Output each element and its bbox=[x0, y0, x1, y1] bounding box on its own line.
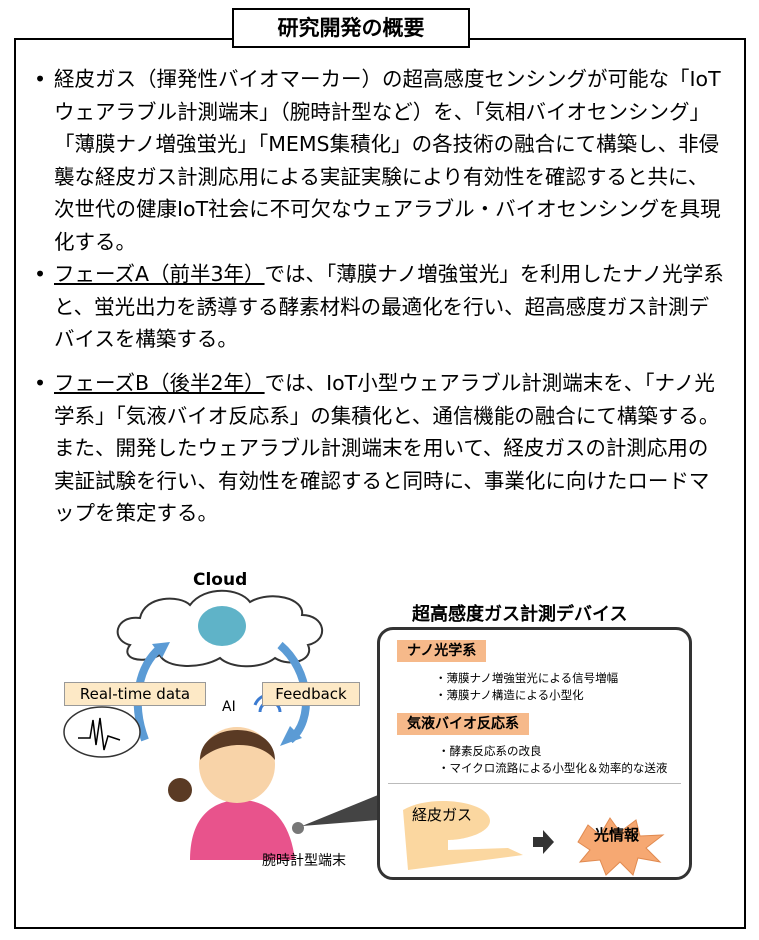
realtime-data-label: Real-time data bbox=[64, 682, 206, 706]
cloud-label: Cloud bbox=[193, 570, 248, 590]
right-arrow-icon bbox=[533, 830, 554, 854]
phase-a-label: フェーズA（前半3年） bbox=[54, 262, 265, 286]
paragraph-text: では、「薄膜ナノ増強蛍光」を利用したナノ光学系と、蛍光出力を誘導する酵素材料の最… bbox=[54, 262, 724, 351]
list-item: ・薄膜ナノ増強蛍光による信号増幅 bbox=[435, 671, 619, 685]
list-item: ・薄膜ナノ構造による小型化 bbox=[435, 688, 584, 702]
watch-icon bbox=[292, 822, 304, 834]
burst-icon bbox=[577, 817, 665, 876]
device-caption: 腕時計型端末 bbox=[262, 853, 346, 869]
brain-icon bbox=[198, 606, 246, 646]
bullet: • bbox=[34, 262, 47, 286]
paragraph-phase-a: • フェーズA（前半3年）では、「薄膜ナノ増強蛍光」を利用したナノ光学系と、蛍光… bbox=[34, 258, 724, 356]
list-item: ・マイクロ流路による小型化＆効率的な送液 bbox=[438, 761, 668, 775]
skin-gas-icon bbox=[403, 800, 523, 870]
ai-label: AI bbox=[222, 699, 236, 715]
feedback-label: Feedback bbox=[262, 682, 360, 706]
cloud-illustration bbox=[63, 589, 378, 860]
gas-to-light-illustration bbox=[403, 800, 665, 876]
bullet: • bbox=[34, 371, 47, 395]
section-nano-optics: ナノ光学系 bbox=[397, 640, 487, 662]
paragraph-text: 経皮ガス（揮発性バイオマーカー）の超高感度センシングが可能な「IoTウェアラブル… bbox=[54, 67, 721, 254]
light-info-label: 光情報 bbox=[594, 826, 640, 844]
divider bbox=[388, 783, 681, 784]
list-item: ・酵素反応系の改良 bbox=[438, 744, 542, 758]
phase-b-label: フェーズB（後半2年） bbox=[54, 371, 265, 395]
section-gas-liquid-bio: 気液バイオ反応系 bbox=[397, 713, 529, 735]
pulse-icon bbox=[78, 717, 121, 751]
page-title: 研究開発の概要 bbox=[232, 8, 470, 48]
bullet: • bbox=[34, 67, 47, 91]
paragraph-phase-b: • フェーズB（後半2年）では、IoT小型ウェアラブル計測端末を、「ナノ光学系」… bbox=[34, 367, 724, 530]
paragraph-overview: • 経皮ガス（揮発性バイオマーカー）の超高感度センシングが可能な「IoTウェアラ… bbox=[34, 63, 724, 258]
gas-label: 経皮ガス bbox=[412, 806, 473, 824]
girl-body bbox=[190, 800, 295, 860]
device-panel: ナノ光学系 ・薄膜ナノ増強蛍光による信号増幅 ・薄膜ナノ構造による小型化 気液バ… bbox=[377, 627, 692, 880]
paragraph-text: では、IoT小型ウェアラブル計測端末を、「ナノ光学系」「気液バイオ反応系」の集積… bbox=[54, 371, 720, 525]
device-title: 超高感度ガス計測デバイス bbox=[412, 604, 628, 625]
